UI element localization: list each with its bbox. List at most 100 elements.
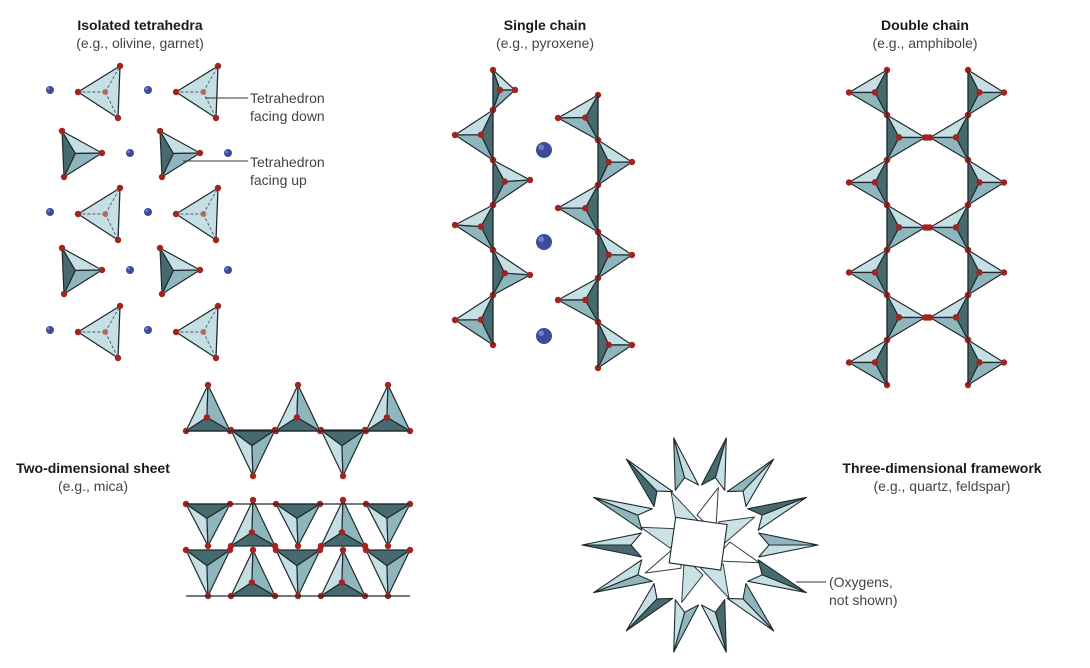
framework-face [581,532,642,546]
tetrahedron [317,546,369,600]
single-title: Single chain [503,17,587,33]
tetrahedron [845,156,891,209]
cation-atom [144,326,152,334]
tetrahedron [845,246,891,299]
single-label: Single chain (e.g., pyroxene) [445,16,645,52]
oxygen-atom [605,251,612,259]
oxygen-atom [114,236,122,244]
oxygen-atom [477,223,485,230]
oxygen-atom [976,179,983,186]
oxygen-atom [74,88,82,96]
double-chain-structure [845,66,1008,389]
cation-highlight [225,150,229,154]
oxygen-atom [895,314,903,321]
oxygen-atom [60,290,68,298]
oxygen-atom [249,472,257,480]
cation-atom [224,266,232,274]
oxygen-atom [182,546,190,554]
sheet-title: Two-dimensional sheet [16,460,170,476]
sheet-structure [182,381,414,600]
tetrahedron [156,127,204,181]
oxygen-atom [294,381,302,389]
oxygen-atom [98,149,106,157]
oxygen-atom [212,354,220,362]
oxygen-atom [384,542,392,550]
cation-atom [46,86,54,94]
oxygen-atom [200,89,207,95]
framework-face [593,496,653,516]
cation-highlight [127,150,130,154]
framework-label: Three-dimensional framework (e.g., quart… [822,459,1062,495]
tetrahedron-facing-down [74,62,124,122]
oxygen-atom [845,269,853,276]
callout-facing-up: Tetrahedron facing up [250,154,325,188]
oxygen-atom [845,89,853,96]
tetrahedron [926,201,972,254]
tetrahedron [182,546,234,600]
oxygen-atom [214,62,222,70]
sheet-label: Two-dimensional sheet (e.g., mica) [0,459,186,495]
callout-lines [183,97,826,583]
oxygen-atom [582,296,589,304]
framework-face [581,544,642,558]
tetrahedron [964,336,1008,389]
tetrahedron [845,336,891,389]
isolated-label: Isolated tetrahedra (e.g., olivine, garn… [40,16,240,52]
oxygen-atom [172,210,180,218]
oxygen-atom [976,89,983,96]
oxygen-atom [1000,89,1008,96]
oxygen-atom [200,329,207,335]
oxygen-atom [158,290,166,298]
tetrahedron [272,381,324,435]
oxygen-atom [871,269,879,276]
cation-highlight [538,330,544,337]
oxygen-atom [1000,269,1008,276]
oxygen-atom [212,114,220,122]
cation-highlight [127,267,130,270]
oxygen-atom [212,236,220,244]
cation-highlight [47,87,50,90]
face-dark [159,130,174,178]
oxygen-atom [200,211,207,217]
cation-atom [536,234,552,250]
oxygen-atom [293,414,301,421]
face-dark [230,429,276,447]
framework-example: (e.g., quartz, feldspar) [873,478,1011,494]
oxygen-atom [628,251,636,259]
cation-highlight [225,267,229,270]
oxygen-atom [114,114,122,122]
callout-facing-down: Tetrahedron facing down [250,90,325,124]
tetrahedron-facing-down [74,302,124,362]
tetrahedron [554,91,602,144]
oxygen-atom [976,359,983,366]
oxygen-atom [272,546,280,554]
oxygen-atom [102,89,109,95]
oxygen-atom [339,496,347,504]
oxygen-atom [102,329,109,335]
tetrahedron [272,500,324,550]
oxygen-atom [501,178,508,185]
oxygen-atom [845,359,853,366]
oxygen-atom [361,426,369,434]
oxygen-atom [582,204,589,212]
oxygen-atom [114,354,122,362]
face-dark [365,549,411,567]
oxygen-atom [294,542,302,550]
tetrahedron [58,244,106,298]
tetrahedron [362,546,414,600]
oxygen-atom [845,179,853,186]
oxygen-atom [196,266,204,274]
tetrahedron [227,496,279,550]
tetrahedron [964,66,1008,119]
oxygen-atom [116,302,124,310]
oxygen-atom [172,328,180,336]
cation-highlight [145,327,149,330]
cation-atom [46,326,54,334]
isolated-example: (e.g., olivine, garnet) [76,35,204,51]
oxygen-atom [226,546,234,554]
oxygen-atom [526,176,534,184]
oxygen-atom [116,184,124,192]
cation-atom [46,208,54,216]
face-dark [61,130,76,178]
